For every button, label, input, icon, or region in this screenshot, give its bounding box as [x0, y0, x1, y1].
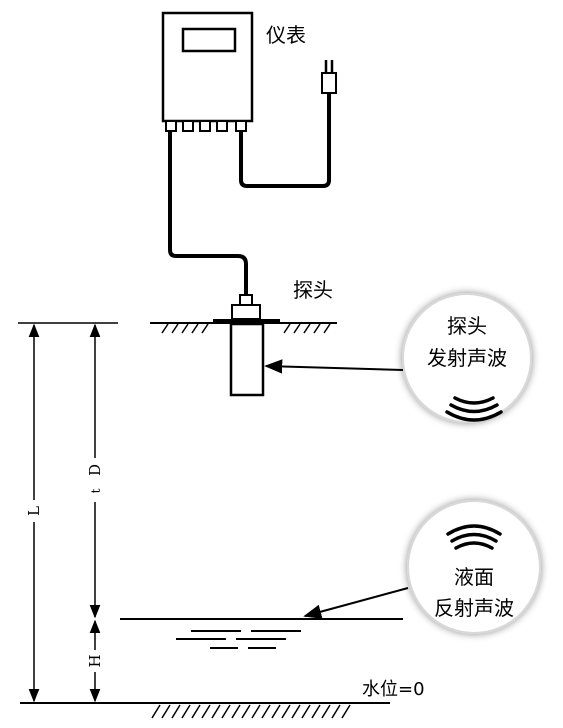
probe-bubble-line1: 探头: [447, 314, 487, 338]
probe-bubble-line2: 发射声波: [427, 346, 507, 370]
dim-D-label: D: [86, 464, 104, 476]
reflection-pointer-arrow: [303, 587, 409, 619]
sound-wave-up-icon: [446, 524, 502, 550]
cable-glands: [165, 120, 247, 132]
dimension-D: D t: [86, 323, 104, 619]
probe-sensor: [213, 294, 280, 397]
surface-bubble-line2: 反射声波: [434, 596, 514, 620]
probe-emission-bubble: 探头 发射声波: [402, 293, 532, 423]
dimension-H: H: [86, 619, 104, 703]
dim-L-label: L: [25, 506, 43, 516]
surface-bubble-line1: 液面: [454, 565, 494, 589]
probe-label: 探头: [293, 278, 333, 302]
liquid-surface: [120, 618, 403, 649]
emission-pointer-arrow: [264, 359, 404, 374]
instrument-display: [181, 27, 237, 53]
instrument-label: 仪表: [266, 23, 306, 47]
dimension-L: L: [25, 323, 43, 703]
dim-H-label: H: [86, 654, 104, 667]
water-level-zero-label: 水位=0: [362, 679, 425, 700]
bottom-line: [20, 702, 390, 719]
instrument-box: [161, 11, 254, 132]
surface-reflection-bubble: 液面 反射声波: [407, 500, 541, 634]
signal-cable: [168, 131, 248, 297]
ground-line: [150, 322, 337, 334]
sound-wave-down-icon: [445, 396, 503, 422]
power-cable: [239, 93, 331, 188]
dim-t-label: t: [89, 488, 103, 493]
power-plug-icon: [321, 60, 337, 94]
